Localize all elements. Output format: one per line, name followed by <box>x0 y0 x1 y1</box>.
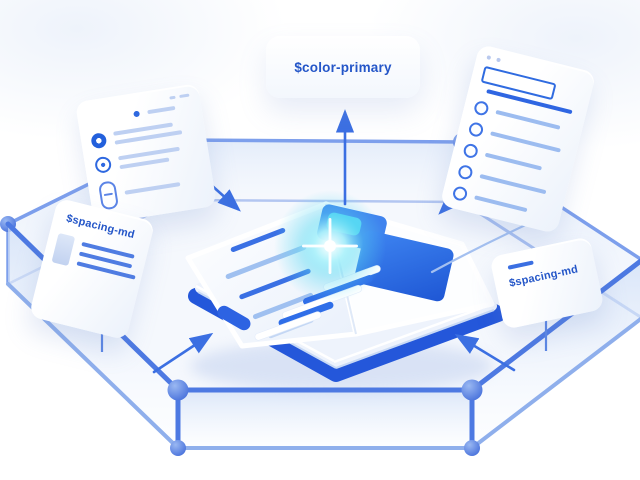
radio-unselected-icon <box>94 155 113 174</box>
ui-panel-controls <box>75 83 217 225</box>
token-label-color-primary: $color-primary <box>294 59 392 75</box>
skeleton-line <box>119 156 170 169</box>
checkbox-circle-icon <box>456 163 474 181</box>
skeleton-line <box>117 146 180 160</box>
skeleton-line <box>479 173 547 195</box>
sparkle-glow-icon <box>274 190 386 302</box>
skeleton-line <box>490 131 561 153</box>
radio-selected-icon <box>90 132 108 150</box>
toggle-pill-icon <box>97 180 120 211</box>
token-card-color-primary: $color-primary <box>266 36 420 98</box>
joint-ball <box>170 440 186 456</box>
checkbox-circle-icon <box>467 121 485 139</box>
skeleton-line <box>474 195 528 213</box>
window-dot-icon <box>486 55 492 60</box>
color-swatch-icon <box>51 232 76 267</box>
swoosh-curve <box>430 220 534 274</box>
window-dot-icon <box>496 57 501 63</box>
bookmark-icon <box>217 305 251 331</box>
window-dot-icon <box>179 93 190 99</box>
joint-ball <box>464 440 480 456</box>
window-dot-icon <box>169 95 176 100</box>
checkbox-circle-icon <box>451 185 469 203</box>
arrow-up-right-icon <box>152 332 214 374</box>
checkbox-circle-icon <box>462 142 480 160</box>
skeleton-line <box>484 152 543 171</box>
dash-line <box>507 260 534 270</box>
joint-ball <box>461 379 483 401</box>
skeleton-line <box>147 105 176 115</box>
checkbox-circle-icon <box>472 99 490 117</box>
skeleton-line <box>495 109 561 130</box>
arrow-up-left-icon <box>454 333 516 372</box>
bullet-dot-icon <box>133 110 141 118</box>
joint-ball <box>167 379 189 401</box>
skeleton-line <box>124 182 181 195</box>
open-book-illustration <box>185 190 506 382</box>
